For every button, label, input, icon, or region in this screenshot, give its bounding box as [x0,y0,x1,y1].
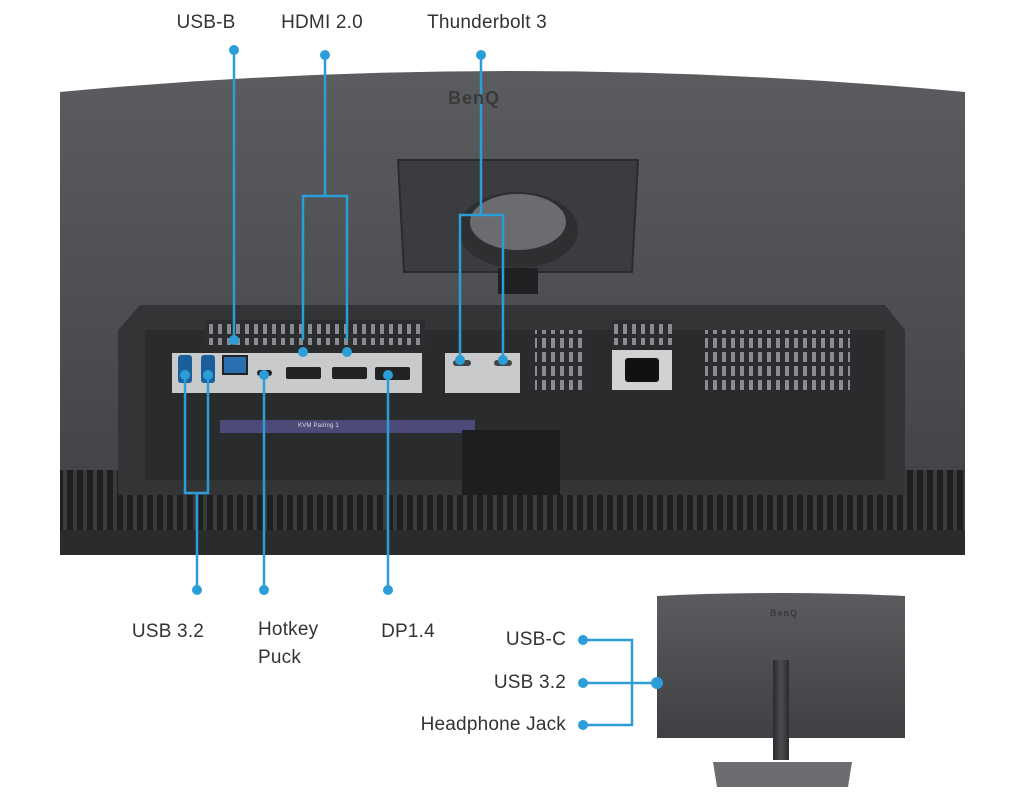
label-usb-b: USB-B [176,12,236,33]
hdmi-port-2 [332,367,367,379]
callout-lines [183,50,655,727]
label-headphone: Headphone Jack [420,714,566,735]
brand-logo-small: BenQ [770,608,799,618]
label-dp: DP1.4 [381,621,435,642]
callout-dots [180,45,663,730]
label-puck: Puck [258,647,302,668]
hdmi-port-1 [286,367,321,379]
label-hotkey: Hotkey [258,619,319,640]
label-hdmi: HDMI 2.0 [281,12,363,33]
brand-logo: BenQ [448,88,501,108]
label-thunderbolt: Thunderbolt 3 [427,12,547,33]
label-usb-c-side: USB-C [505,629,566,650]
usb-b-port [222,355,248,375]
kvm-label: KVM Pairing 1 [298,423,339,429]
power-socket [625,358,659,382]
label-usb32-rear: USB 3.2 [131,621,205,642]
label-usb32-side: USB 3.2 [493,672,566,693]
